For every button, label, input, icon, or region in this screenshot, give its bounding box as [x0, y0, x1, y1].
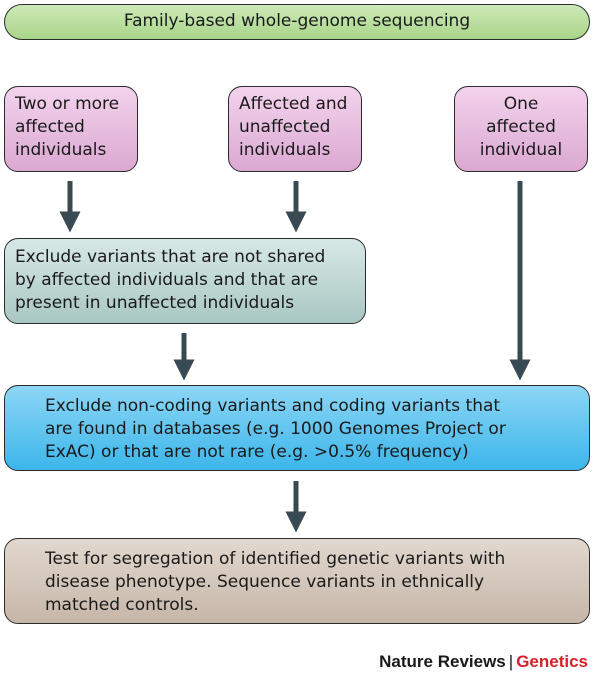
- step-text-line: are found in databases (e.g. 1000 Genome…: [45, 419, 506, 439]
- group-affected-and-unaffected: Affected and unaffected individuals: [228, 86, 362, 172]
- group-text-line: individuals: [15, 140, 107, 160]
- group-text-line: individual: [479, 140, 563, 160]
- journal-credit: Nature Reviews|Genetics: [379, 652, 588, 672]
- title-box: Family-based whole-genome sequencing: [4, 4, 590, 40]
- group-one-affected: One affected individual: [454, 86, 588, 172]
- journal-name: Nature Reviews: [379, 652, 506, 671]
- step-text-line: matched controls.: [45, 595, 199, 615]
- group-text-line: Affected and: [239, 94, 348, 114]
- group-text-line: unaffected: [239, 117, 331, 137]
- step-text-line: ExAC) or that are not rare (e.g. >0.5% f…: [45, 442, 469, 462]
- step-exclude-unshared-variants: Exclude variants that are not shared by …: [4, 238, 366, 324]
- step-text-line: Exclude variants that are not shared: [15, 247, 326, 267]
- credit-separator: |: [508, 652, 514, 671]
- step-text-line: disease phenotype. Sequence variants in …: [45, 572, 485, 592]
- step-text-line: Exclude non-coding variants and coding v…: [45, 396, 501, 416]
- step-test-segregation: Test for segregation of identified genet…: [4, 538, 590, 624]
- step-text-line: present in unaffected individuals: [15, 293, 295, 313]
- step-text-line: Test for segregation of identified genet…: [45, 549, 506, 569]
- group-text-line: Two or more: [15, 94, 120, 114]
- group-text-line: affected: [486, 117, 556, 137]
- step-exclude-noncoding-variants: Exclude non-coding variants and coding v…: [4, 385, 590, 471]
- journal-section: Genetics: [516, 652, 588, 671]
- group-text-line: One: [503, 94, 539, 114]
- group-text-line: individuals: [239, 140, 331, 160]
- group-two-or-more-affected: Two or more affected individuals: [4, 86, 138, 172]
- group-text-line: affected: [15, 117, 85, 137]
- title-text: Family-based whole-genome sequencing: [123, 11, 471, 31]
- step-text-line: by affected individuals and that are: [15, 270, 319, 290]
